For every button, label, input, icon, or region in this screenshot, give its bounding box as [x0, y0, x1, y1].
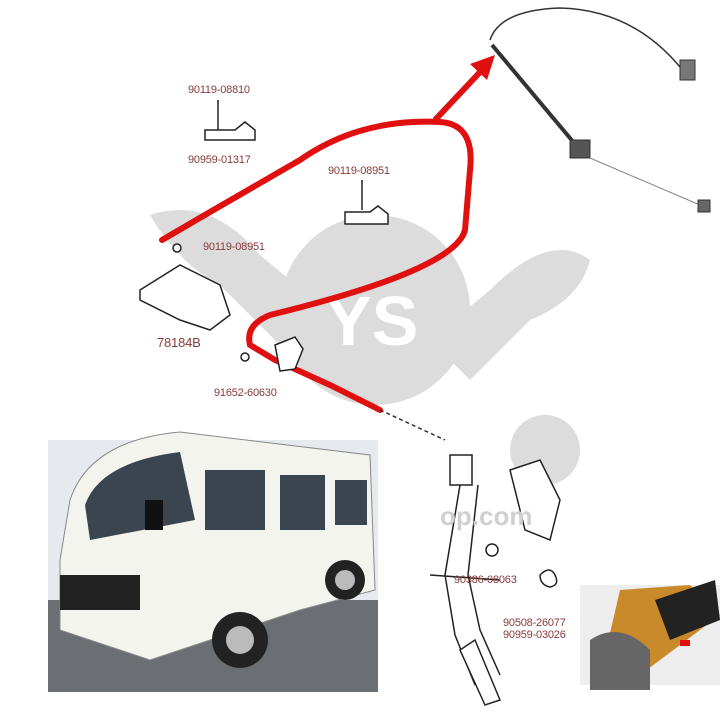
- arrow-icon: [432, 55, 495, 123]
- label-bolt-top: 90119-08810: [188, 84, 250, 96]
- watermark-site-text: op.com: [440, 501, 532, 531]
- label-spring: 90959-03026: [503, 629, 566, 641]
- label-bolt-middle: 90119-08951: [328, 165, 390, 177]
- label-spring-clip: 90508-26077: [503, 617, 566, 629]
- throttle-cable: [159, 118, 474, 413]
- label-bushing: 90386-08063: [454, 574, 517, 586]
- label-bracket: 78184B: [157, 335, 201, 350]
- van-photo: [48, 431, 378, 692]
- label-grommet: 91652-60630: [214, 387, 277, 399]
- label-clamp-top: 90959-01317: [188, 154, 251, 166]
- pedal-photo: [580, 580, 720, 690]
- cable-dashed-line: [379, 409, 446, 441]
- line-art-parts: [139, 100, 561, 706]
- label-bolt-left: 90119-08951: [203, 241, 265, 253]
- cable-photo: [489, 7, 711, 213]
